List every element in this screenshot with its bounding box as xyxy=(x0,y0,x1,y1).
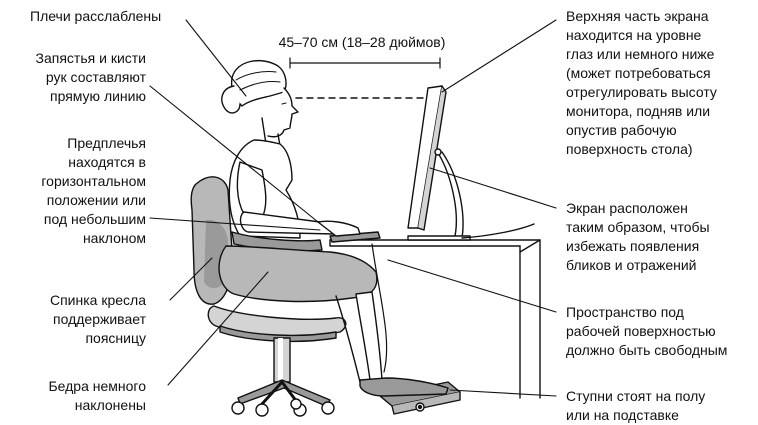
label-shoulders: Плечи расслаблены xyxy=(30,7,161,26)
label-screen-top: Верхняя часть экрана находится на уровне… xyxy=(566,7,717,159)
label-thighs: Бедра немного наклонены xyxy=(0,377,146,415)
label-under-desk: Пространство под рабочей поверхностью до… xyxy=(566,303,727,360)
distance-label: 45–70 см (18–28 дюймов) xyxy=(262,33,462,52)
label-wrists: Запястья и кисти рук составляют прямую л… xyxy=(0,49,146,106)
label-chair-back: Спинка кресла поддерживает поясницу xyxy=(0,291,146,348)
label-forearms: Предплечья находятся в горизонтальном по… xyxy=(0,134,146,248)
label-feet: Ступни стоят на полу или на подставке xyxy=(566,387,705,425)
label-screen-position: Экран расположен таким образом, чтобы из… xyxy=(566,199,710,275)
distance-dimension xyxy=(290,58,440,68)
monitor xyxy=(408,86,534,240)
